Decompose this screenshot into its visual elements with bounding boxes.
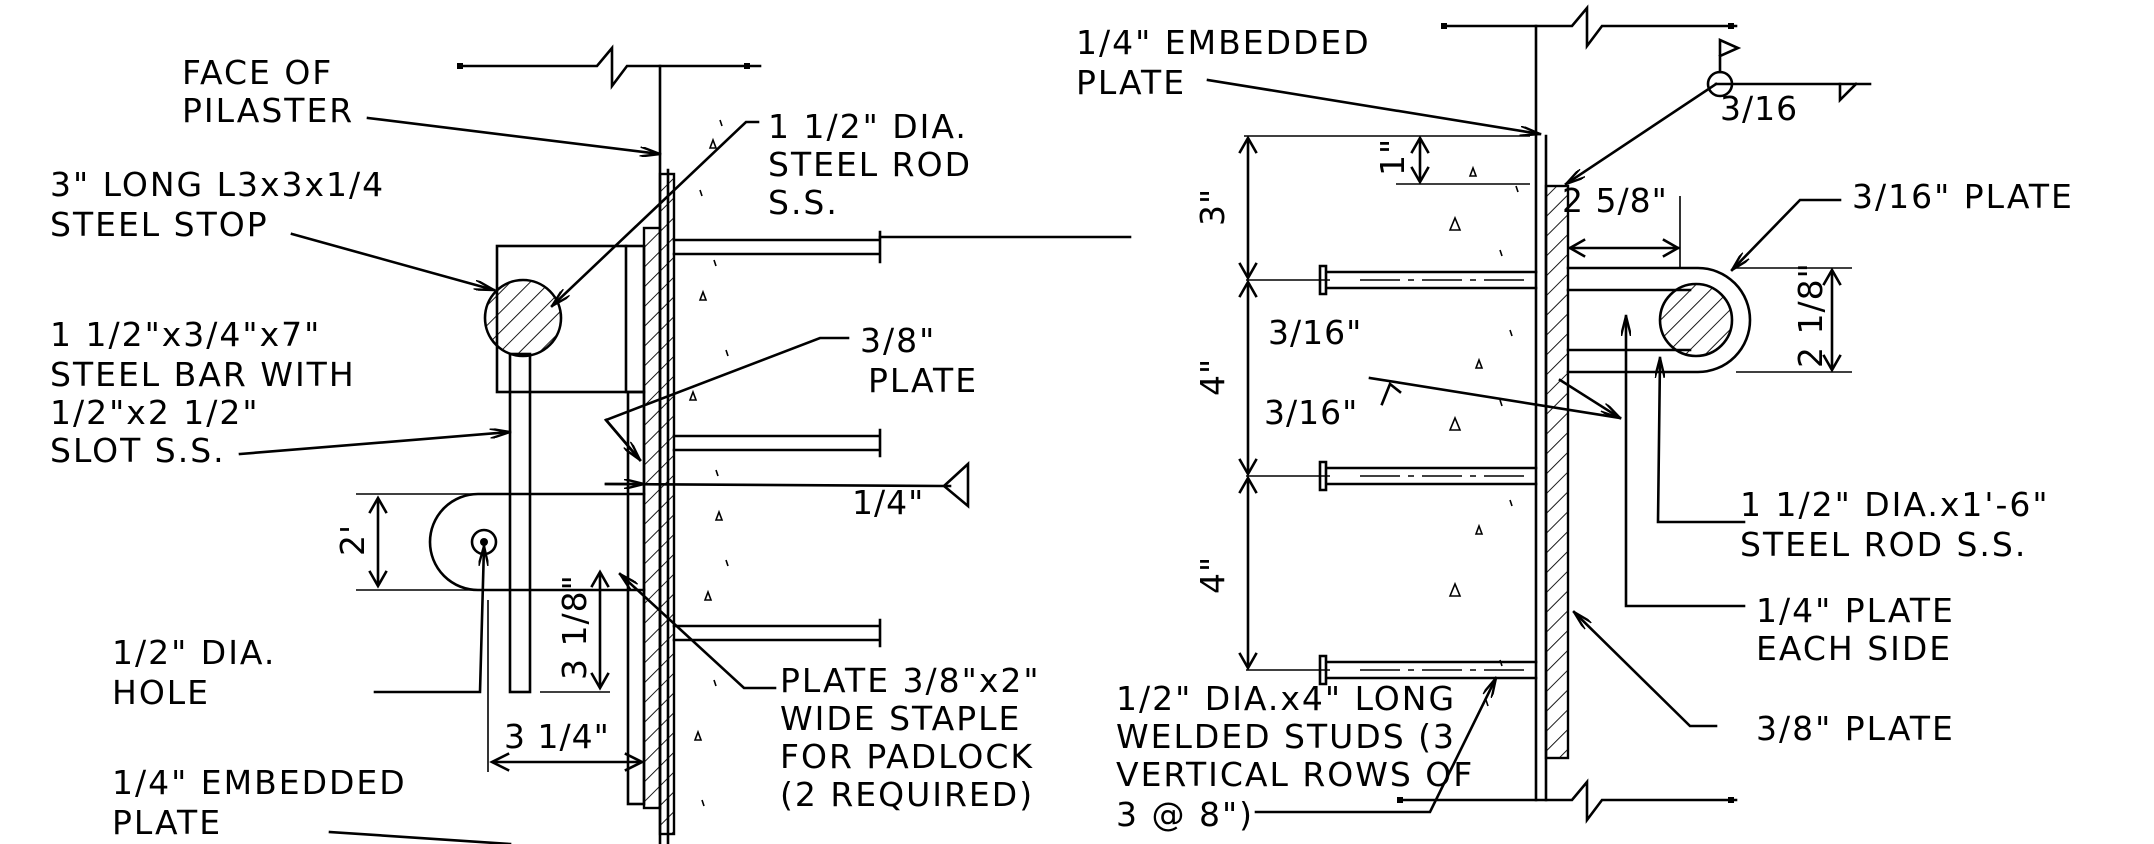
break-line-right-top	[1441, 4, 1738, 50]
dim-3-14: 3 1/4"	[504, 717, 610, 756]
rod-loop-plate	[1566, 266, 1752, 374]
label-hole: 1/2" DIA. HOLE	[112, 633, 289, 712]
dim-4a: 4"	[1193, 358, 1232, 396]
plate-38-section	[658, 172, 676, 836]
concrete-texture	[688, 119, 729, 807]
label-embedded-plate-right: 1/4" EMBEDDED PLATE	[1076, 23, 1383, 102]
break-line-right-bottom	[1397, 778, 1738, 824]
staple-plate	[626, 390, 646, 806]
dim-2-58: 2 5/8"	[1562, 181, 1668, 220]
steel-rod-section	[483, 278, 563, 358]
dims-right	[1238, 135, 1852, 671]
welded-studs	[1318, 264, 1538, 686]
steel-bar	[508, 352, 532, 694]
dims-left	[356, 493, 645, 772]
label-plate-each-side: 1/4" PLATE EACH SIDE	[1756, 591, 1967, 668]
dim-2-18: 2 1/8"	[1791, 262, 1830, 368]
weld-label-316-top: 3/16	[1720, 89, 1798, 128]
label-studs: 1/2" DIA.x4" LONG WELDED STUDS (3 VERTIC…	[1116, 679, 1487, 834]
label-steel-stop: 3" LONG L3x3x1/4 STEEL STOP	[50, 165, 398, 244]
weld-label-14: 1/4"	[852, 483, 924, 522]
label-plate-316: 3/16" PLATE	[1852, 177, 2074, 216]
dim-3: 3"	[1193, 188, 1232, 226]
dim-1: 1"	[1373, 138, 1412, 176]
steel-rod-section-right	[1658, 282, 1734, 358]
concrete-texture-right	[1448, 165, 1519, 707]
dim-2: 2'	[333, 524, 372, 556]
label-embedded-plate-left: 1/4" EMBEDDED PLATE	[112, 763, 419, 842]
label-steel-rod-left: 1 1/2" DIA. STEEL ROD S.S.	[768, 107, 985, 222]
right-detail: 1/4" EMBEDDED PLATE 3/16 3/16" PLATE 2 5…	[1076, 4, 2074, 834]
leaders-left	[238, 116, 970, 844]
padlock-tab	[428, 492, 646, 592]
dim-3-18: 3 1/8"	[555, 574, 594, 680]
leaders-right	[1206, 37, 1872, 814]
dim-4b: 4"	[1193, 556, 1232, 594]
label-staple: PLATE 3/8"x2" WIDE STAPLE FOR PADLOCK (2…	[780, 661, 1053, 814]
label-steel-rod-right: 1 1/2" DIA.x1'-6" STEEL ROD S.S.	[1740, 485, 2062, 564]
weld-label-316-a: 3/16"	[1268, 313, 1362, 352]
steel-stop-flange	[642, 226, 662, 810]
label-face-of-pilaster: FACE OF PILASTER	[182, 53, 354, 130]
plate-38-section-right	[1544, 184, 1570, 760]
label-plate-38-right: 3/8" PLATE	[1756, 709, 1955, 748]
label-plate-38-left: 3/8" PLATE	[860, 321, 978, 400]
break-line-left	[457, 44, 762, 90]
anchor-rods	[672, 230, 1132, 648]
label-steel-bar: 1 1/2"x3/4"x7" STEEL BAR WITH 1/2"x2 1/2…	[50, 315, 368, 470]
left-detail: FACE OF PILASTER 3" LONG L3x3x1/4 STEEL …	[50, 44, 1132, 844]
weld-label-316-b: 3/16"	[1264, 393, 1358, 432]
